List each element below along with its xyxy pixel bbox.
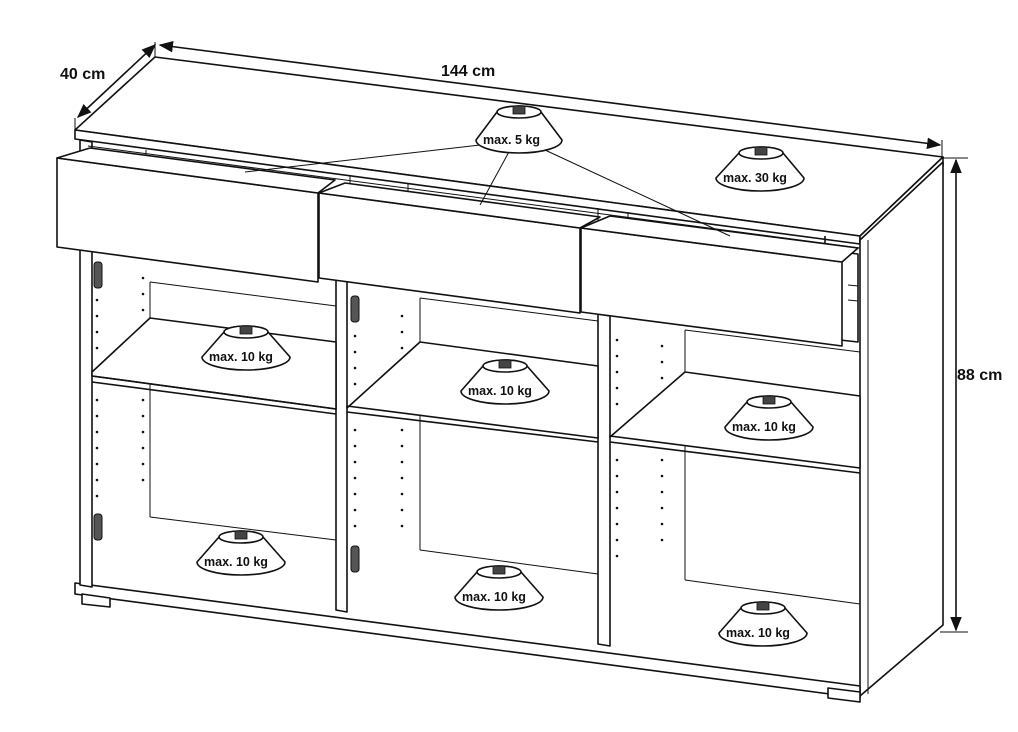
width-label: 144 cm [441, 63, 495, 80]
cabinet-body [56, 56, 944, 703]
weight-bottom-right-label: max. 10 kg [726, 626, 790, 640]
weight-drawers: max. 5 kg [475, 105, 563, 154]
weight-upper-left-shelf-label: max. 10 kg [209, 350, 273, 364]
width-dimension-line [158, 40, 942, 150]
dimension-lines [74, 40, 968, 633]
weight-bottom-middle-label: max. 10 kg [462, 590, 526, 604]
weight-top-label: max. 30 kg [723, 171, 787, 185]
depth-label: 40 cm [60, 66, 105, 83]
right-side-panel [859, 161, 944, 697]
weight-upper-left-shelf: max. 10 kg [201, 325, 291, 371]
height-label: 88 cm [957, 367, 1002, 384]
weight-bottom-right: max. 10 kg [718, 601, 808, 647]
weight-bottom-middle: max. 10 kg [454, 565, 544, 611]
divider-right [597, 313, 611, 647]
weight-upper-right-shelf: max. 10 kg [724, 395, 814, 441]
weight-upper-middle-shelf: max. 10 kg [460, 359, 550, 405]
weight-top: max. 30 kg [715, 146, 805, 192]
depth-dimension-line [76, 44, 157, 118]
weight-upper-middle-shelf-label: max. 10 kg [468, 384, 532, 398]
weight-bottom-left-label: max. 10 kg [204, 555, 268, 569]
divider-left [335, 275, 348, 613]
weight-drawers-label: max. 5 kg [483, 133, 540, 147]
weight-bottom-left: max. 10 kg [196, 530, 286, 576]
hinges [93, 261, 360, 573]
weight-upper-right-shelf-label: max. 10 kg [732, 420, 796, 434]
drawer-pointer-lines [244, 144, 731, 237]
shelf-peg-holes [95, 276, 664, 558]
